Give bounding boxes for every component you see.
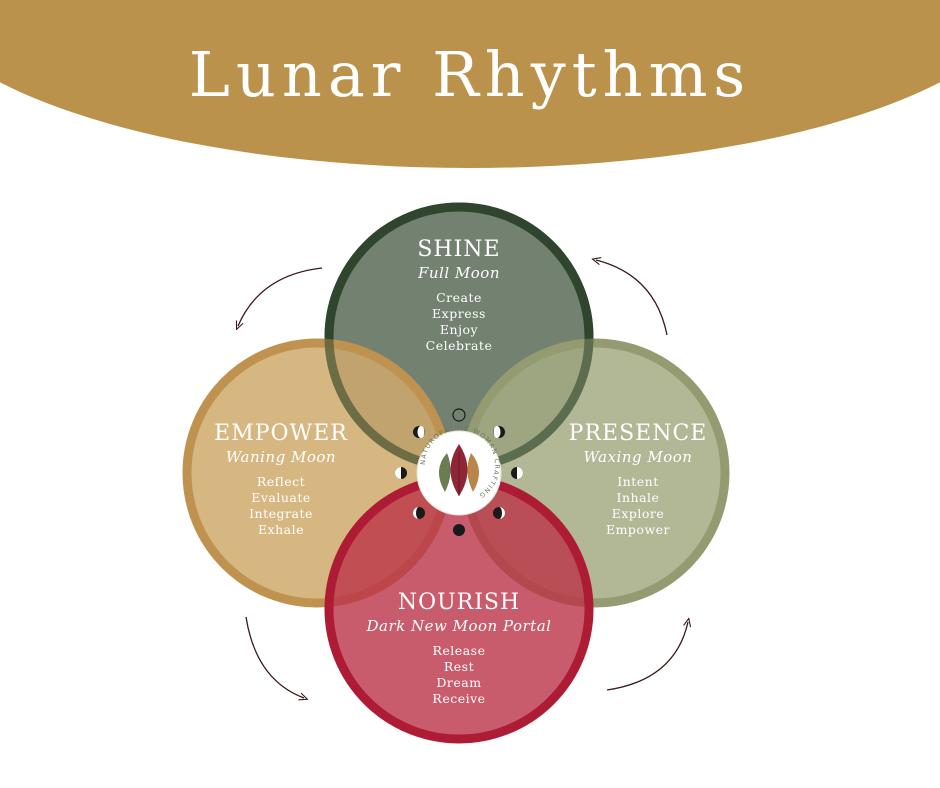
list-item: Enjoy	[439, 322, 479, 337]
list-item: Inhale	[616, 490, 660, 505]
empower-phase: Waning Moon	[225, 448, 337, 466]
title-banner	[0, 0, 940, 168]
list-item: Create	[436, 290, 482, 305]
shine-list: Create Express Enjoy Celebrate	[379, 290, 539, 354]
first-quarter-icon	[511, 467, 523, 479]
center-logo: NATUROPATHIC WOMAN CRAFTING	[416, 424, 502, 516]
arrow-bottom-right	[606, 622, 688, 691]
list-item: Release	[432, 643, 486, 658]
presence-label-group: PRESENCE Waxing Moon Intent Inhale Explo…	[548, 421, 728, 538]
list-item: Evaluate	[251, 490, 311, 505]
list-item: Exhale	[257, 522, 305, 537]
venn-circles	[182, 202, 730, 744]
shine-label-group: SHINE Full Moon Create Express Enjoy Cel…	[379, 237, 539, 354]
list-item: Express	[432, 306, 486, 321]
presence-phase: Waxing Moon	[583, 448, 693, 466]
new-moon-icon	[453, 524, 465, 536]
leaves-icon	[438, 444, 480, 496]
empower-title: EMPOWER	[214, 421, 348, 446]
presence-title: PRESENCE	[568, 421, 708, 446]
arrow-top-right	[596, 260, 668, 336]
waning-crescent-icon	[413, 507, 425, 519]
list-item: Integrate	[249, 506, 313, 521]
nourish-label-group: NOURISH Dark New Moon Portal Release Res…	[359, 590, 559, 707]
nourish-title: NOURISH	[397, 590, 521, 615]
presence-list: Intent Inhale Explore Empower	[548, 474, 728, 538]
list-item: Receive	[432, 691, 486, 706]
waxing-crescent-icon	[493, 507, 505, 519]
shine-phase: Full Moon	[417, 264, 500, 282]
list-item: Explore	[611, 506, 665, 521]
list-item: Rest	[443, 659, 475, 674]
page-title: Lunar Rhythms	[188, 38, 752, 111]
full-moon-icon	[452, 408, 466, 422]
waning-gibbous-icon	[413, 426, 425, 438]
nourish-list: Release Rest Dream Receive	[359, 643, 559, 707]
list-item: Intent	[617, 474, 659, 489]
list-item: Celebrate	[425, 338, 493, 353]
last-quarter-icon	[395, 467, 407, 479]
shine-title: SHINE	[417, 237, 501, 262]
empower-list: Reflect Evaluate Integrate Exhale	[191, 474, 371, 538]
list-item: Empower	[605, 522, 671, 537]
empower-label-group: EMPOWER Waning Moon Reflect Evaluate Int…	[191, 421, 371, 538]
nourish-phase: Dark New Moon Portal	[366, 617, 552, 635]
list-item: Dream	[436, 675, 482, 690]
list-item: Reflect	[256, 474, 306, 489]
cycle-arrows	[238, 260, 688, 698]
moon-phases	[395, 408, 523, 536]
arrow-bottom-left	[245, 616, 304, 698]
waxing-gibbous-icon	[493, 426, 505, 438]
arrow-top-left	[238, 267, 323, 326]
